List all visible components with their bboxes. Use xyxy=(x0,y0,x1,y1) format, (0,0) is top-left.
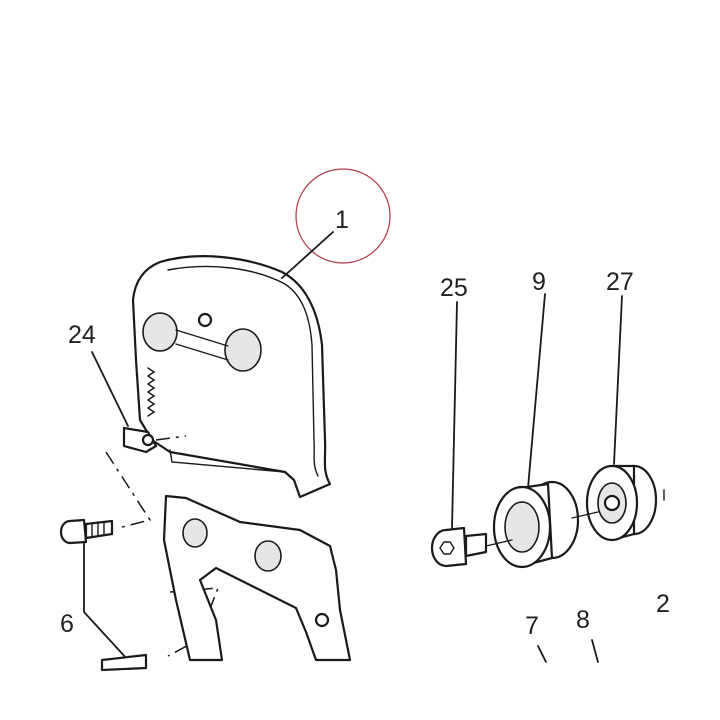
lower-belt-cover[interactable] xyxy=(162,494,352,662)
callout-2-partial: 2 xyxy=(656,590,670,618)
leader-8 xyxy=(591,639,599,663)
part-9-idler-pulley[interactable] xyxy=(485,480,580,569)
callout-6: 6 xyxy=(60,610,74,638)
callout-1-highlight-circle xyxy=(295,168,391,264)
leader-24 xyxy=(91,351,129,427)
callout-24: 24 xyxy=(68,321,96,349)
part-25-bolt[interactable] xyxy=(430,526,488,568)
leader-1 xyxy=(281,231,334,279)
leader-7 xyxy=(537,645,547,663)
callout-25: 25 xyxy=(440,274,468,302)
part-24-clip[interactable] xyxy=(122,426,158,454)
alignment-line-clip xyxy=(105,435,187,529)
leader-27 xyxy=(613,295,623,465)
leader-9 xyxy=(527,293,546,489)
callout-27: 27 xyxy=(606,268,634,296)
callout-1: 1 xyxy=(335,206,349,234)
callout-9: 9 xyxy=(532,268,546,296)
callout-7: 7 xyxy=(525,612,539,640)
part-6-bolt-lower[interactable] xyxy=(100,653,148,672)
part-6-bolt[interactable] xyxy=(59,518,114,545)
alignment-line-lower xyxy=(167,587,220,657)
callout-8: 8 xyxy=(576,606,590,634)
part-27-bearing[interactable] xyxy=(571,464,658,542)
part-1-belt-cover[interactable] xyxy=(131,255,332,499)
leader-25 xyxy=(451,301,458,529)
leader-6 xyxy=(83,541,129,661)
